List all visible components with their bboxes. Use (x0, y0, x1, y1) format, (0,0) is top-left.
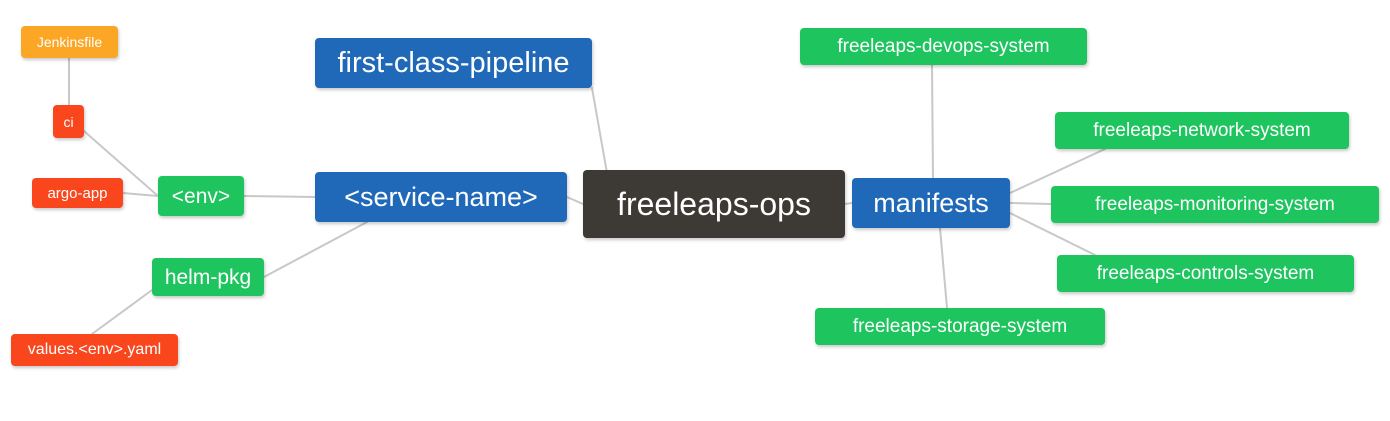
mindmap-node-label: helm-pkg (164, 265, 252, 289)
mindmap-node-label: freeleaps-devops-system (837, 36, 1050, 57)
mindmap-node-jenkinsfile[interactable]: Jenkinsfile (21, 26, 118, 58)
mindmap-node-manifests[interactable]: manifests (852, 178, 1010, 228)
mindmap-node-env[interactable]: <env> (158, 176, 244, 216)
edge-manifests-to-freeleaps-devops-system (931, 64, 934, 179)
edge-env-to-service-name (243, 195, 316, 198)
mindmap-node-freeleaps-controls-system[interactable]: freeleaps-controls-system (1057, 255, 1354, 292)
mindmap-node-label: first-class-pipeline (337, 46, 570, 79)
mindmap-node-label: <service-name> (344, 181, 538, 212)
mindmap-node-label: manifests (873, 187, 989, 218)
edge-service-name-to-freeleaps-ops (566, 196, 584, 205)
mindmap-node-first-class-pipeline[interactable]: first-class-pipeline (315, 38, 592, 88)
edge-argo-app-to-env (122, 192, 159, 197)
mindmap-node-freeleaps-storage-system[interactable]: freeleaps-storage-system (815, 308, 1105, 345)
mindmap-node-argo-app[interactable]: argo-app (32, 178, 123, 208)
mindmap-node-freeleaps-ops[interactable]: freeleaps-ops (583, 170, 845, 238)
mindmap-node-label: freeleaps-ops (617, 186, 811, 222)
mindmap-node-label: freeleaps-monitoring-system (1095, 194, 1335, 215)
mindmap-node-ci[interactable]: ci (53, 105, 84, 138)
mindmap-node-label: ci (63, 113, 74, 130)
mindmap-node-label: argo-app (47, 184, 108, 202)
mindmap-node-freeleaps-network-system[interactable]: freeleaps-network-system (1055, 112, 1349, 149)
mindmap-node-label: freeleaps-controls-system (1096, 263, 1315, 284)
edge-manifests-to-freeleaps-storage-system (939, 227, 948, 309)
mindmap-node-service-name[interactable]: <service-name> (315, 172, 567, 222)
edge-helm-pkg-to-values-yaml (91, 289, 153, 335)
mindmap-node-label: <env> (171, 184, 231, 208)
edge-service-name-to-helm-pkg (263, 221, 368, 278)
mindmap-node-label: values.<env>.yaml (27, 341, 162, 358)
mindmap-node-values-yaml[interactable]: values.<env>.yaml (11, 334, 178, 366)
edge-manifests-to-freeleaps-monitoring-system (1009, 202, 1052, 205)
mindmap-node-helm-pkg[interactable]: helm-pkg (152, 258, 264, 296)
mindmap-node-freeleaps-devops-system[interactable]: freeleaps-devops-system (800, 28, 1087, 65)
mindmap-node-label: freeleaps-storage-system (852, 316, 1068, 337)
mindmap-node-label: freeleaps-network-system (1093, 120, 1311, 141)
mindmap-node-freeleaps-monitoring-system[interactable]: freeleaps-monitoring-system (1051, 186, 1379, 223)
edge-freeleaps-ops-to-manifests (844, 202, 853, 205)
mindmap-node-label: Jenkinsfile (36, 34, 103, 50)
